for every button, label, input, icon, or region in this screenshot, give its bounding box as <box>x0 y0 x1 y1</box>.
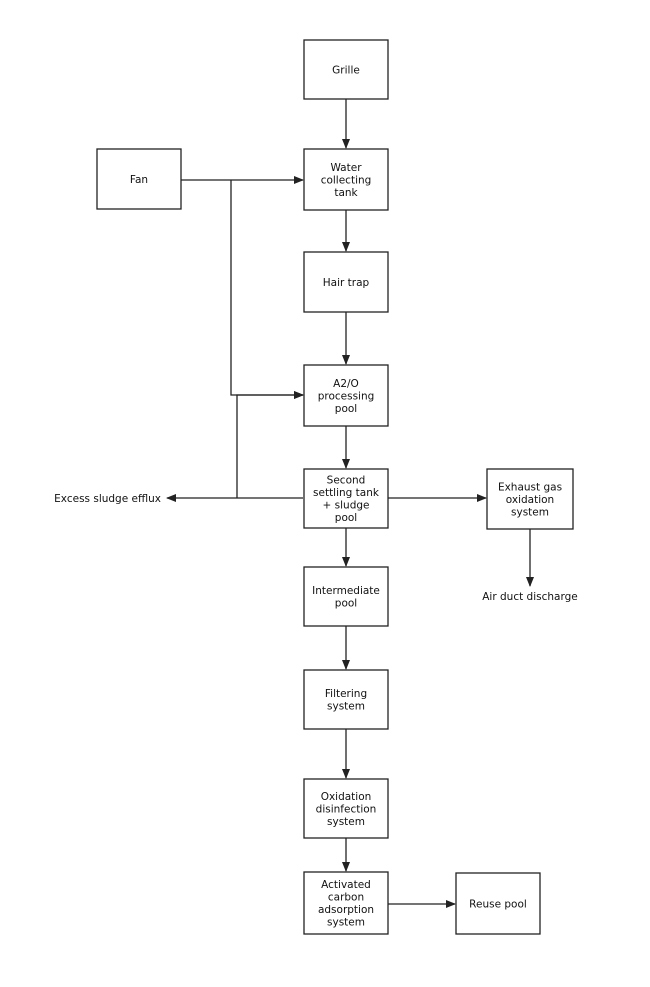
node-grille-label: Grille <box>332 64 360 76</box>
edge-settling-a2o-return <box>236 391 304 498</box>
node-fan: Fan <box>96 148 182 210</box>
node-hair-trap-label: Hair trap <box>323 277 370 289</box>
node-hair-trap: Hair trap <box>303 251 389 313</box>
node-fan-label: Fan <box>130 174 148 186</box>
connectors <box>166 99 534 908</box>
edge-fan-a2o <box>230 180 304 399</box>
node-reuse-pool-label: Reuse pool <box>469 898 527 910</box>
node-grille: Grille <box>303 39 389 100</box>
node-reuse-pool: Reuse pool <box>455 872 541 935</box>
terminal-air-duct-discharge: Air duct discharge <box>482 591 577 603</box>
terminal-excess-sludge-efflux: Excess sludge efflux <box>54 493 161 505</box>
